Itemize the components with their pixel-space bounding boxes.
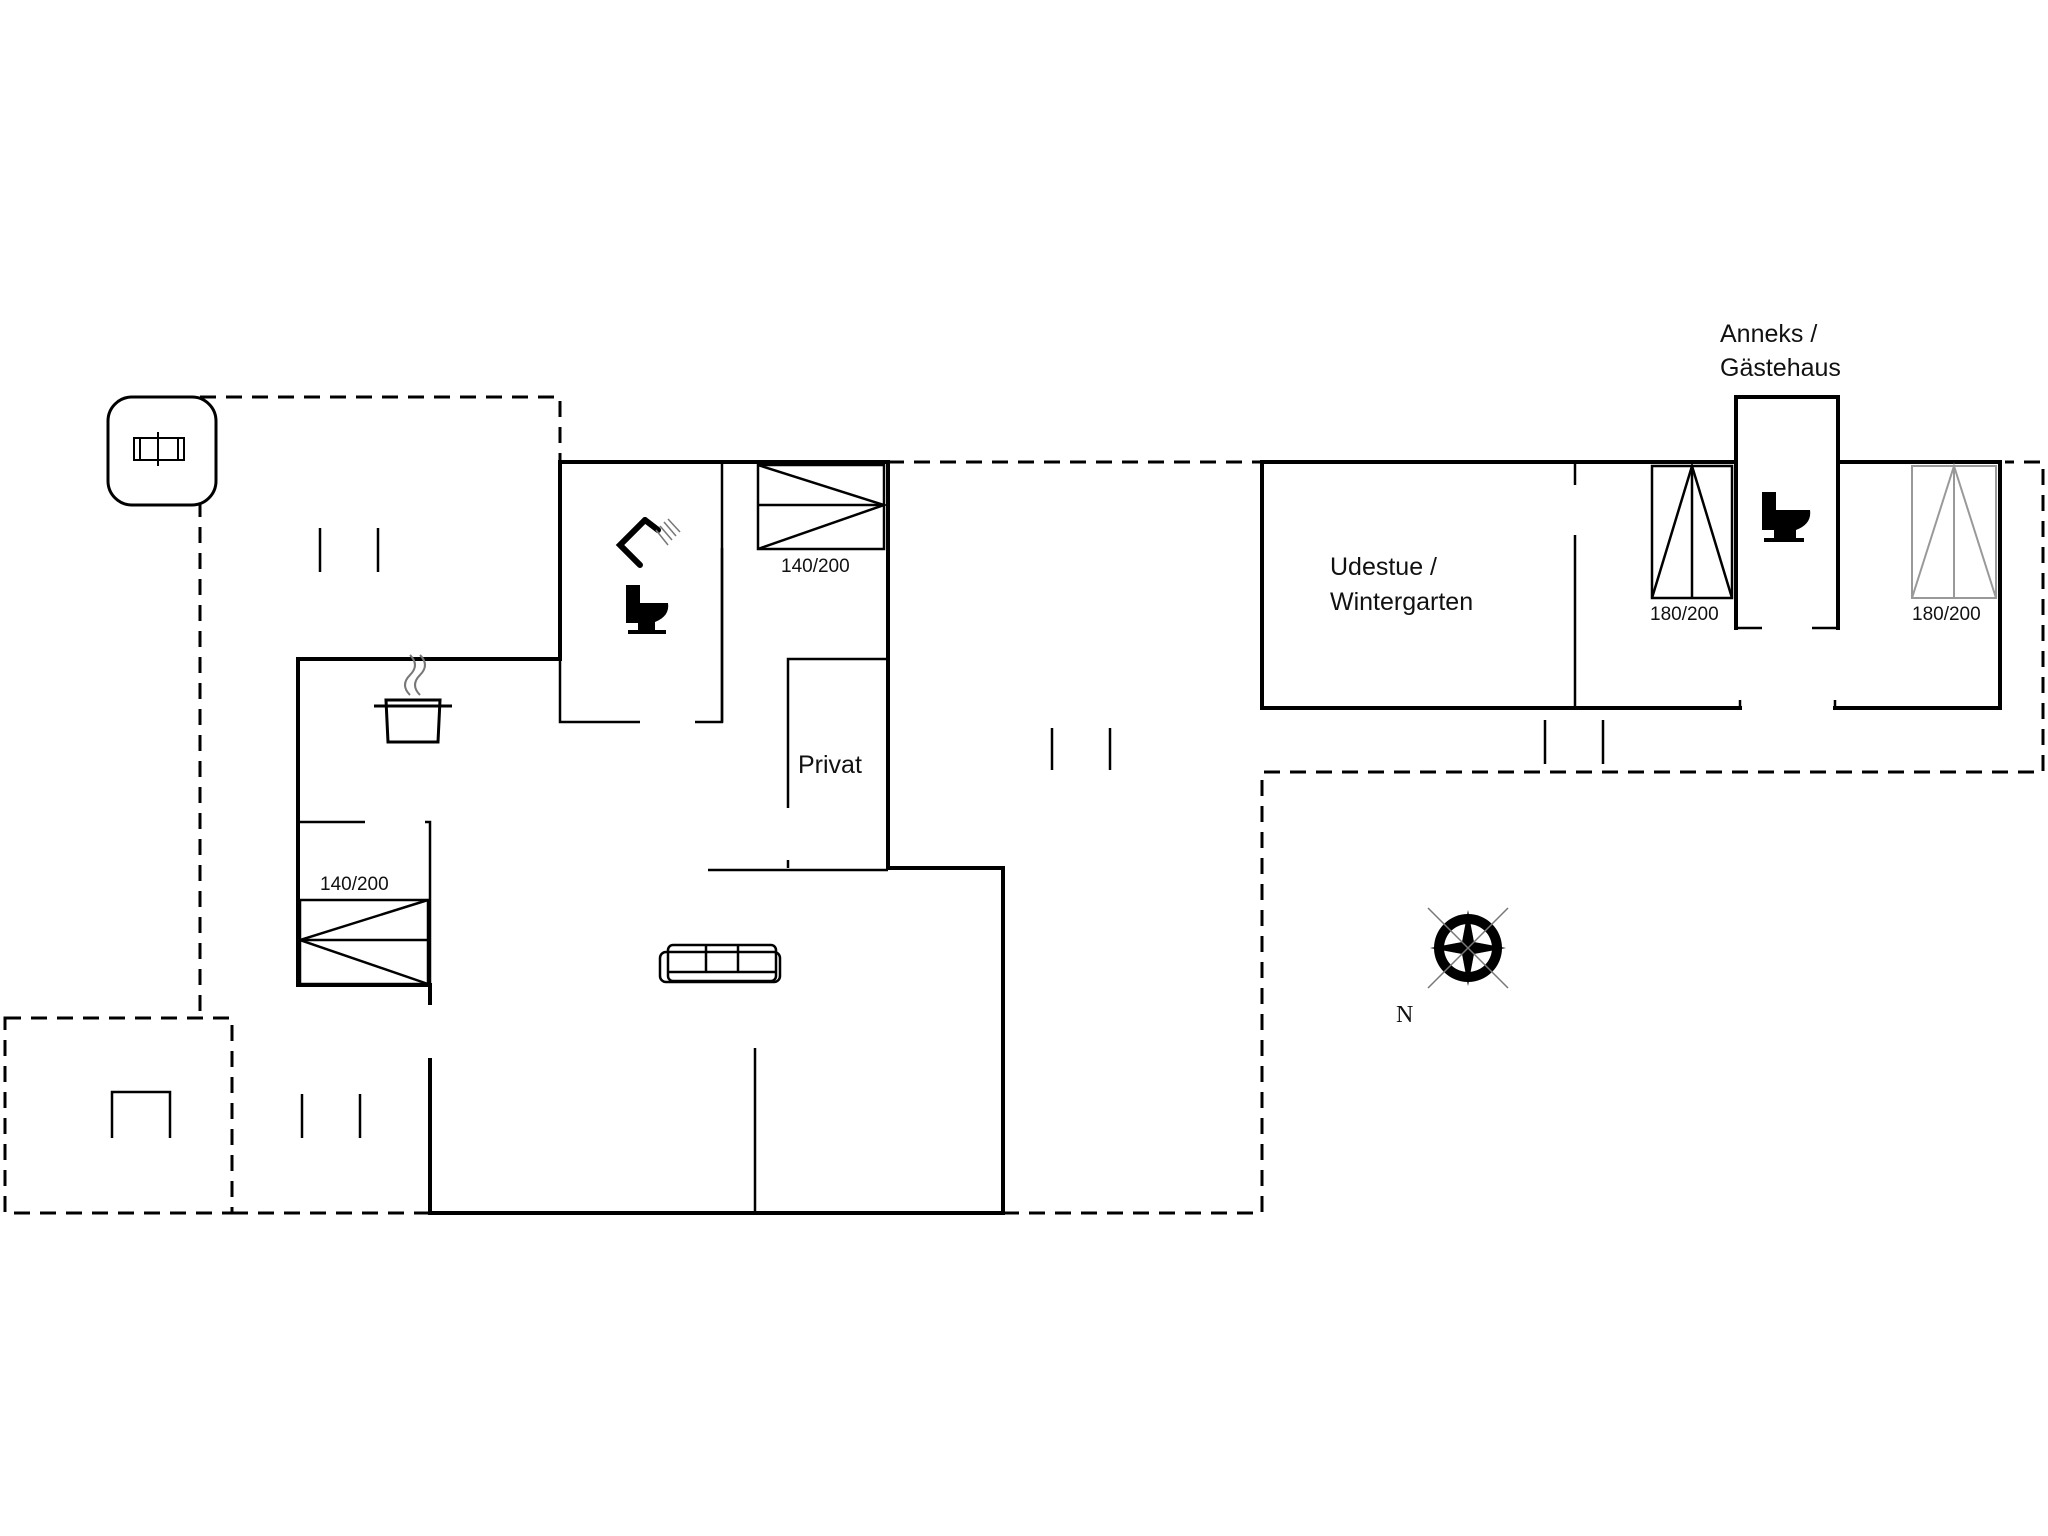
annex-label-line2: Gästehaus — [1720, 354, 1841, 382]
compass-rose-icon — [1427, 907, 1509, 989]
toilet-icon — [626, 585, 669, 634]
private-room-wall — [786, 657, 888, 808]
bed-upper-size: 140/200 — [781, 556, 850, 577]
terrace-outlines — [3, 395, 2045, 1215]
bathroom-bottom-wall-right — [695, 462, 724, 724]
private-room-label: Privat — [798, 751, 862, 779]
terrace-top-left — [200, 395, 562, 462]
labels: Anneks / Gästehaus Udestue / Wintergarte… — [320, 320, 1981, 1028]
north-label: N — [1396, 1002, 1413, 1028]
sauna-icon — [106, 395, 218, 507]
sofa-icon — [658, 943, 782, 984]
main-house-walls — [296, 460, 1005, 1215]
left-bedroom-right-wall — [425, 820, 432, 1003]
bed-annex-right-size: 180/200 — [1912, 604, 1981, 625]
fireplace-icon — [110, 1090, 172, 1138]
bed-annex-right — [1911, 462, 1997, 599]
annex-walls — [1260, 395, 2002, 710]
bed-upper — [756, 463, 888, 551]
bed-annex-left-size: 180/200 — [1650, 604, 1719, 625]
bathroom-top-wall — [428, 460, 1005, 1215]
bed-left-size: 140/200 — [320, 874, 389, 895]
cooking-pot-icon — [374, 654, 452, 744]
terrace-bottom-left-box — [3, 1016, 234, 1215]
annex-outer-wall — [1260, 460, 1742, 710]
bed-left — [295, 898, 430, 986]
wintergarden-label-line1: Udestue / — [1330, 553, 1437, 581]
annex-label-line1: Anneks / — [1720, 320, 1817, 348]
annex-bottom-right — [1260, 395, 2002, 710]
toilet-icon — [1762, 492, 1811, 542]
door-marks — [300, 528, 1605, 1138]
bed-annex-left — [1650, 461, 1734, 600]
terrace-middle-bottom — [1003, 460, 2045, 1215]
wintergarden-label-line2: Wintergarten — [1330, 588, 1473, 616]
bathroom-bottom-wall-left — [558, 659, 640, 724]
shower-icon — [615, 517, 681, 568]
